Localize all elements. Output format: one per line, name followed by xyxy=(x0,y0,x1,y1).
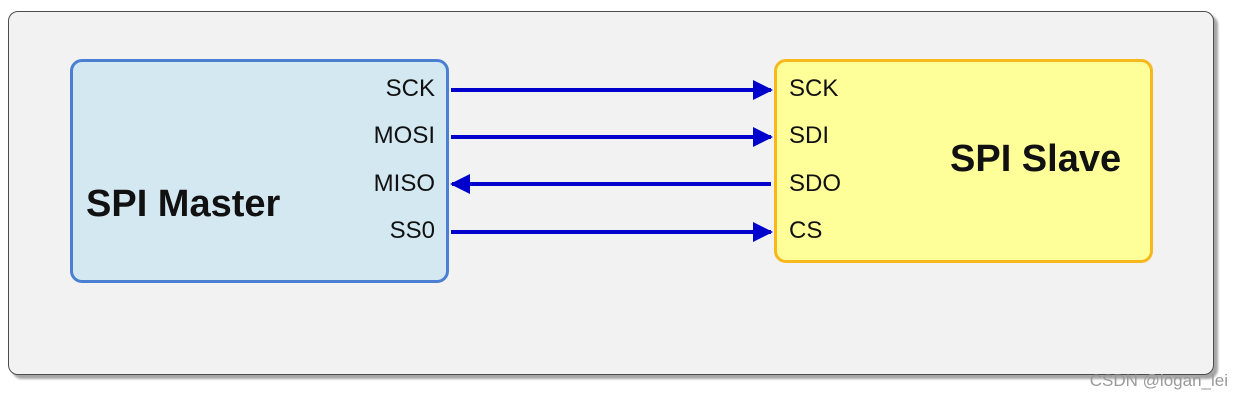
master-pin-mosi: MOSI xyxy=(373,122,435,149)
slave-pin-sck: SCK xyxy=(789,75,839,102)
spi-slave-title: SPI Slave xyxy=(950,138,1122,180)
spi-master-box xyxy=(70,59,449,283)
watermark-text: CSDN @logan_lei xyxy=(1089,371,1228,390)
slave-pin-cs: CS xyxy=(789,217,823,244)
spi-slave-box xyxy=(774,59,1153,263)
slave-pin-sdi: SDI xyxy=(789,122,830,149)
slave-pin-sdo: SDO xyxy=(789,170,842,197)
master-pin-miso: MISO xyxy=(373,170,435,197)
master-pin-sck: SCK xyxy=(385,75,435,102)
master-pin-ss0: SS0 xyxy=(389,217,435,244)
spi-master-title: SPI Master xyxy=(86,183,281,225)
